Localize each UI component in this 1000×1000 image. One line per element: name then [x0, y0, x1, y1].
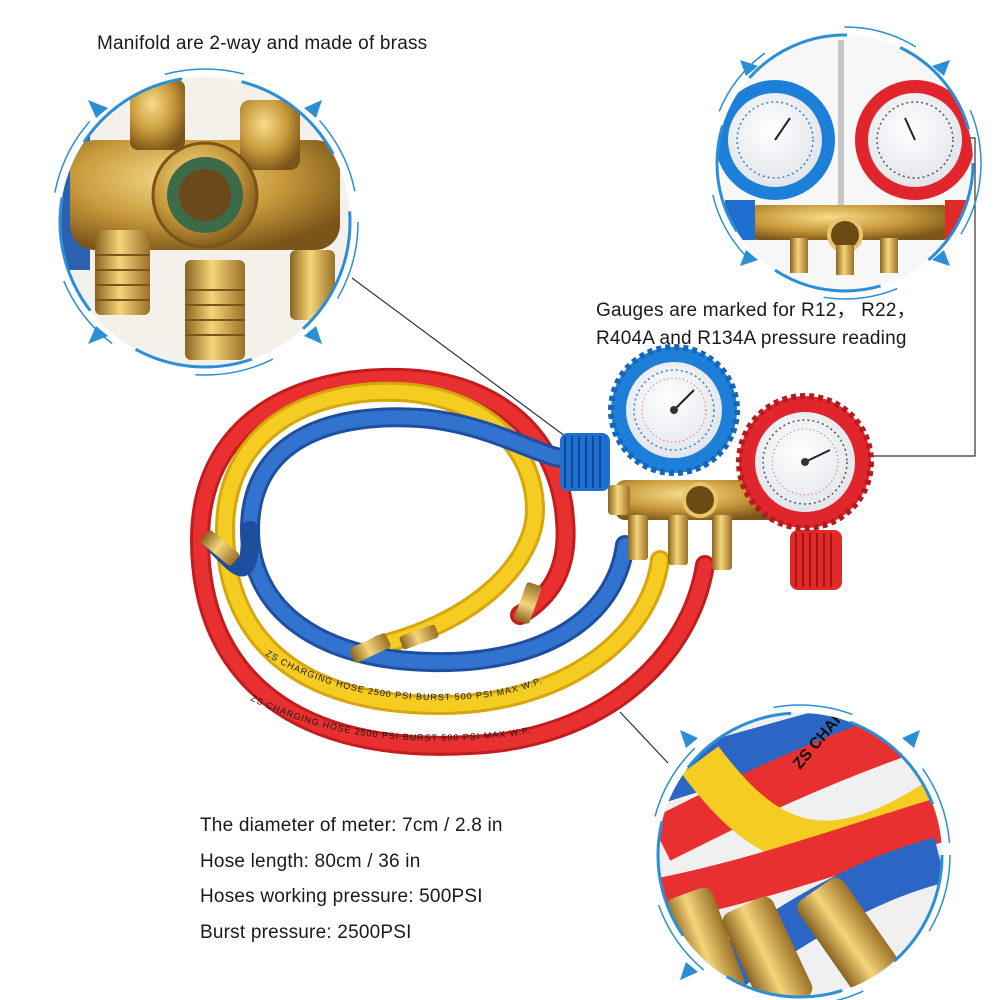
frame-arrow: [88, 326, 108, 344]
callout-lines: [351, 137, 976, 764]
detail-circle-gauges: [708, 26, 982, 300]
low-pressure-gauge: [608, 344, 740, 476]
spec-list: The diameter of meter: 7cm / 2.8 in Hose…: [200, 812, 503, 954]
frame-arrow: [902, 730, 920, 748]
frame-arrow: [304, 326, 322, 344]
gauges-caption-line-2: R404A and R134A pressure reading: [596, 327, 907, 349]
spec-hose-length: Hose length: 80cm / 36 in: [200, 850, 421, 872]
detail-circle-brass: [51, 68, 359, 376]
blue-gauge-needle: [673, 389, 695, 411]
frame-arrow: [932, 250, 950, 266]
frame-arrow: [88, 100, 108, 118]
frame-arrow: [680, 962, 698, 980]
frame-arrow: [740, 60, 758, 76]
spec-working-pressure: Hoses working pressure: 500PSI: [200, 886, 483, 908]
detail-circle-hoses: ZS CHARGING: [649, 704, 951, 1000]
high-pressure-gauge: [736, 393, 874, 531]
spec-meter-diameter: The diameter of meter: 7cm / 2.8 in: [200, 815, 503, 836]
frame-arrow: [932, 60, 950, 76]
fitting-2: [399, 624, 439, 650]
frame-arrow: [680, 730, 698, 748]
yellow-hose-fitting: [349, 633, 391, 663]
red-hose-fitting: [514, 582, 542, 624]
gauges-caption: Gauges are marked for R12， R22， R404A an…: [596, 297, 916, 352]
frame-arrow: [304, 100, 322, 118]
spec-burst-pressure: Burst pressure: 2500PSI: [200, 921, 412, 943]
red-gauge-needle: [804, 449, 831, 463]
hose-fittings: [200, 530, 542, 663]
blue-hose-fitting: [200, 530, 240, 566]
sight-glass: [682, 482, 718, 518]
manifold-caption: Manifold are 2-way and made of brass: [97, 33, 428, 54]
hoses: [189, 367, 715, 756]
frame-arrow: [740, 250, 758, 266]
gauges-caption-line-1: Gauges are marked for R12， R22，: [596, 300, 916, 321]
